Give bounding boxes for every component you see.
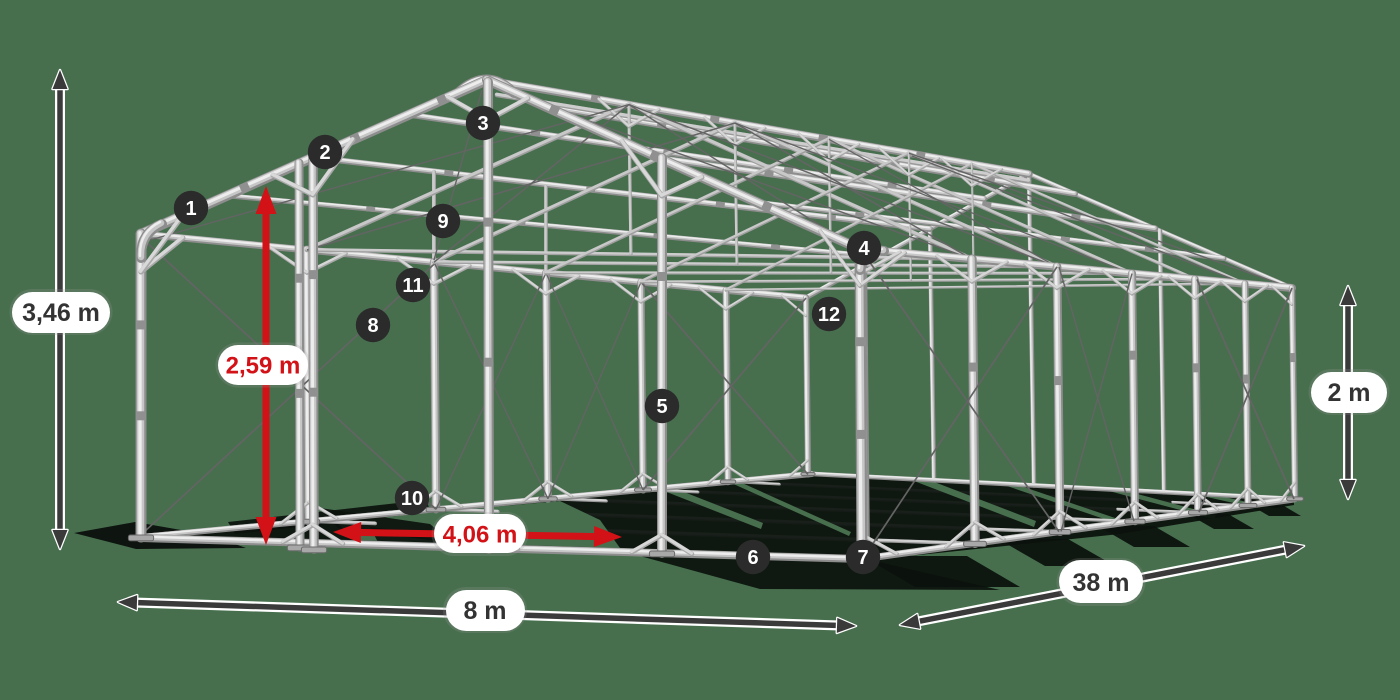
svg-text:1: 1 — [185, 198, 196, 220]
svg-text:4: 4 — [858, 238, 870, 260]
svg-text:38 m: 38 m — [1073, 569, 1130, 597]
svg-text:3,46 m: 3,46 m — [22, 299, 100, 327]
svg-text:8: 8 — [367, 315, 378, 337]
svg-text:2,59 m: 2,59 m — [226, 352, 301, 379]
svg-text:2 m: 2 m — [1327, 379, 1370, 407]
svg-text:3: 3 — [477, 113, 488, 135]
svg-text:4,06 m: 4,06 m — [443, 521, 518, 548]
svg-text:8 m: 8 m — [463, 597, 506, 625]
svg-text:10: 10 — [401, 488, 423, 510]
svg-text:5: 5 — [656, 396, 667, 418]
svg-text:2: 2 — [319, 142, 330, 164]
svg-text:9: 9 — [437, 211, 448, 233]
svg-text:7: 7 — [857, 547, 868, 569]
svg-text:6: 6 — [747, 547, 758, 569]
svg-text:12: 12 — [818, 304, 840, 326]
svg-text:11: 11 — [402, 275, 423, 297]
